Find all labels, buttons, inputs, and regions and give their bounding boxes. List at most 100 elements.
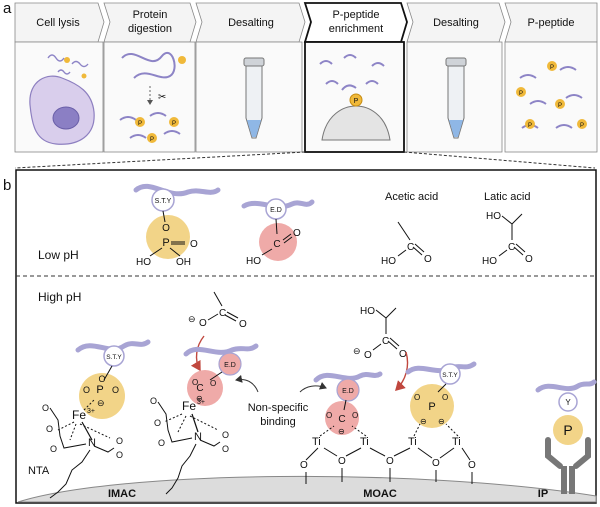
svg-text:⊖: ⊖ — [196, 394, 203, 403]
tube-icon — [243, 57, 265, 139]
ip-antibody: Y P — [535, 379, 597, 494]
latic-acid-label: Latic acid — [484, 191, 530, 203]
svg-text:P: P — [172, 121, 176, 127]
surface — [17, 475, 597, 503]
svg-text:O: O — [162, 223, 170, 234]
panel-b-label: b — [3, 177, 11, 194]
step-label: Cell lysis — [36, 17, 80, 29]
svg-text:E.D: E.D — [224, 362, 236, 369]
sty-label: S.T.Y — [155, 198, 172, 205]
acetic-acid-label: Acetic acid — [385, 191, 438, 203]
svg-text:HO: HO — [482, 256, 497, 267]
svg-text:OH: OH — [176, 257, 191, 268]
svg-text:O: O — [442, 393, 448, 402]
svg-text:O: O — [386, 456, 394, 467]
step-label: P-peptide — [527, 17, 574, 29]
step-protein-digestion: Protein digestion — [103, 2, 197, 153]
nonspecific-label-1: Non-specific — [248, 402, 309, 414]
svg-text:P: P — [519, 91, 523, 97]
step-p-peptide: P-peptide — [504, 2, 598, 153]
svg-text:P: P — [96, 384, 103, 396]
acetate-ion: C O O ⊖ — [188, 291, 247, 372]
svg-text:C: C — [219, 308, 226, 319]
svg-text:O: O — [364, 350, 372, 361]
zoom-line-left — [14, 151, 306, 169]
svg-text:⊖: ⊖ — [338, 427, 345, 436]
svg-text:O: O — [399, 349, 407, 360]
moac-carboxylate: E.D C O O ⊖ — [313, 371, 383, 436]
imac-carboxylate-complex: E.D C O O ⊖ Fe 3+ N O O O O O — [150, 343, 259, 495]
svg-text:O: O — [352, 411, 358, 420]
step-label: Desalting — [433, 17, 479, 29]
svg-text:O: O — [150, 396, 157, 406]
svg-text:C: C — [508, 242, 515, 253]
imac-phosphopeptide: S.T.Y P O O O ⊖ — [75, 339, 151, 419]
ed-label: E.D — [270, 207, 282, 214]
svg-text:O: O — [154, 418, 161, 428]
zoom-line-right — [403, 151, 596, 169]
low-ph-phosphate: S.T.Y O P O HO OH — [133, 183, 221, 268]
svg-text:S.T.Y: S.T.Y — [442, 372, 458, 379]
svg-text:O: O — [424, 254, 432, 265]
svg-text:O: O — [83, 385, 90, 395]
svg-text:O: O — [293, 228, 301, 239]
svg-text:O: O — [50, 444, 57, 454]
svg-text:Fe: Fe — [182, 399, 196, 413]
step-label-line2: digestion — [128, 23, 172, 35]
nonspecific-label-2: binding — [260, 416, 295, 428]
svg-text:O: O — [192, 378, 198, 387]
svg-text:P: P — [138, 121, 142, 127]
svg-text:N: N — [194, 431, 202, 443]
svg-text:⊖: ⊖ — [353, 346, 361, 356]
svg-text:Fe: Fe — [72, 408, 86, 422]
moac-phosphopeptide: S.T.Y P O O ⊖ ⊖ — [405, 361, 477, 428]
nonspecific-binding: Non-specific binding — [235, 374, 327, 428]
svg-text:Ti: Ti — [452, 436, 461, 448]
nta-label: NTA — [28, 465, 50, 477]
panel-a-label: a — [3, 0, 12, 17]
low-ph-label: Low pH — [38, 248, 79, 262]
svg-text:⊖: ⊖ — [188, 314, 196, 324]
step-label: Protein — [133, 9, 168, 21]
svg-text:O: O — [42, 403, 49, 413]
svg-text:Y: Y — [565, 398, 571, 407]
imac-nta-complex-left: Fe 3+ N O O O O O NTA — [28, 399, 123, 499]
low-ph-carboxyl: E.D C O HO — [241, 198, 315, 267]
svg-text:Ti: Ti — [312, 436, 321, 448]
svg-text:N: N — [88, 437, 96, 449]
svg-text:O: O — [338, 456, 346, 467]
svg-text:O: O — [300, 460, 308, 471]
svg-text:O: O — [112, 385, 119, 395]
svg-text:⊖: ⊖ — [420, 417, 427, 426]
svg-text:C: C — [338, 414, 345, 425]
step-label: P-peptide — [332, 9, 379, 21]
svg-text:P: P — [528, 123, 532, 129]
step-label: Desalting — [228, 17, 274, 29]
svg-text:O: O — [158, 438, 165, 448]
svg-text:HO: HO — [246, 256, 261, 267]
svg-text:O: O — [239, 319, 247, 330]
svg-text:⊖: ⊖ — [438, 417, 445, 426]
tube-icon — [445, 57, 467, 139]
svg-text:O: O — [326, 411, 332, 420]
svg-text:P: P — [162, 237, 169, 249]
svg-text:3+: 3+ — [87, 408, 95, 415]
svg-text:HO: HO — [486, 211, 501, 222]
enrichment-illustration: P — [319, 54, 391, 141]
acetic-acid: Acetic acid C O HO — [381, 191, 438, 267]
svg-text:O: O — [414, 393, 420, 402]
svg-text:O: O — [468, 460, 476, 471]
cell-illustration — [29, 54, 95, 145]
svg-text:O: O — [210, 379, 216, 388]
svg-text:O: O — [46, 424, 53, 434]
svg-text:C: C — [273, 239, 280, 250]
ip-label: IP — [538, 488, 548, 500]
scissors-icon: ✂ — [158, 92, 166, 103]
svg-text:S.T.Y: S.T.Y — [106, 354, 122, 361]
svg-text:C: C — [382, 336, 389, 347]
svg-text:HO: HO — [136, 257, 151, 268]
svg-text:HO: HO — [360, 306, 375, 317]
svg-text:3+: 3+ — [197, 399, 205, 406]
svg-text:P: P — [550, 65, 554, 71]
